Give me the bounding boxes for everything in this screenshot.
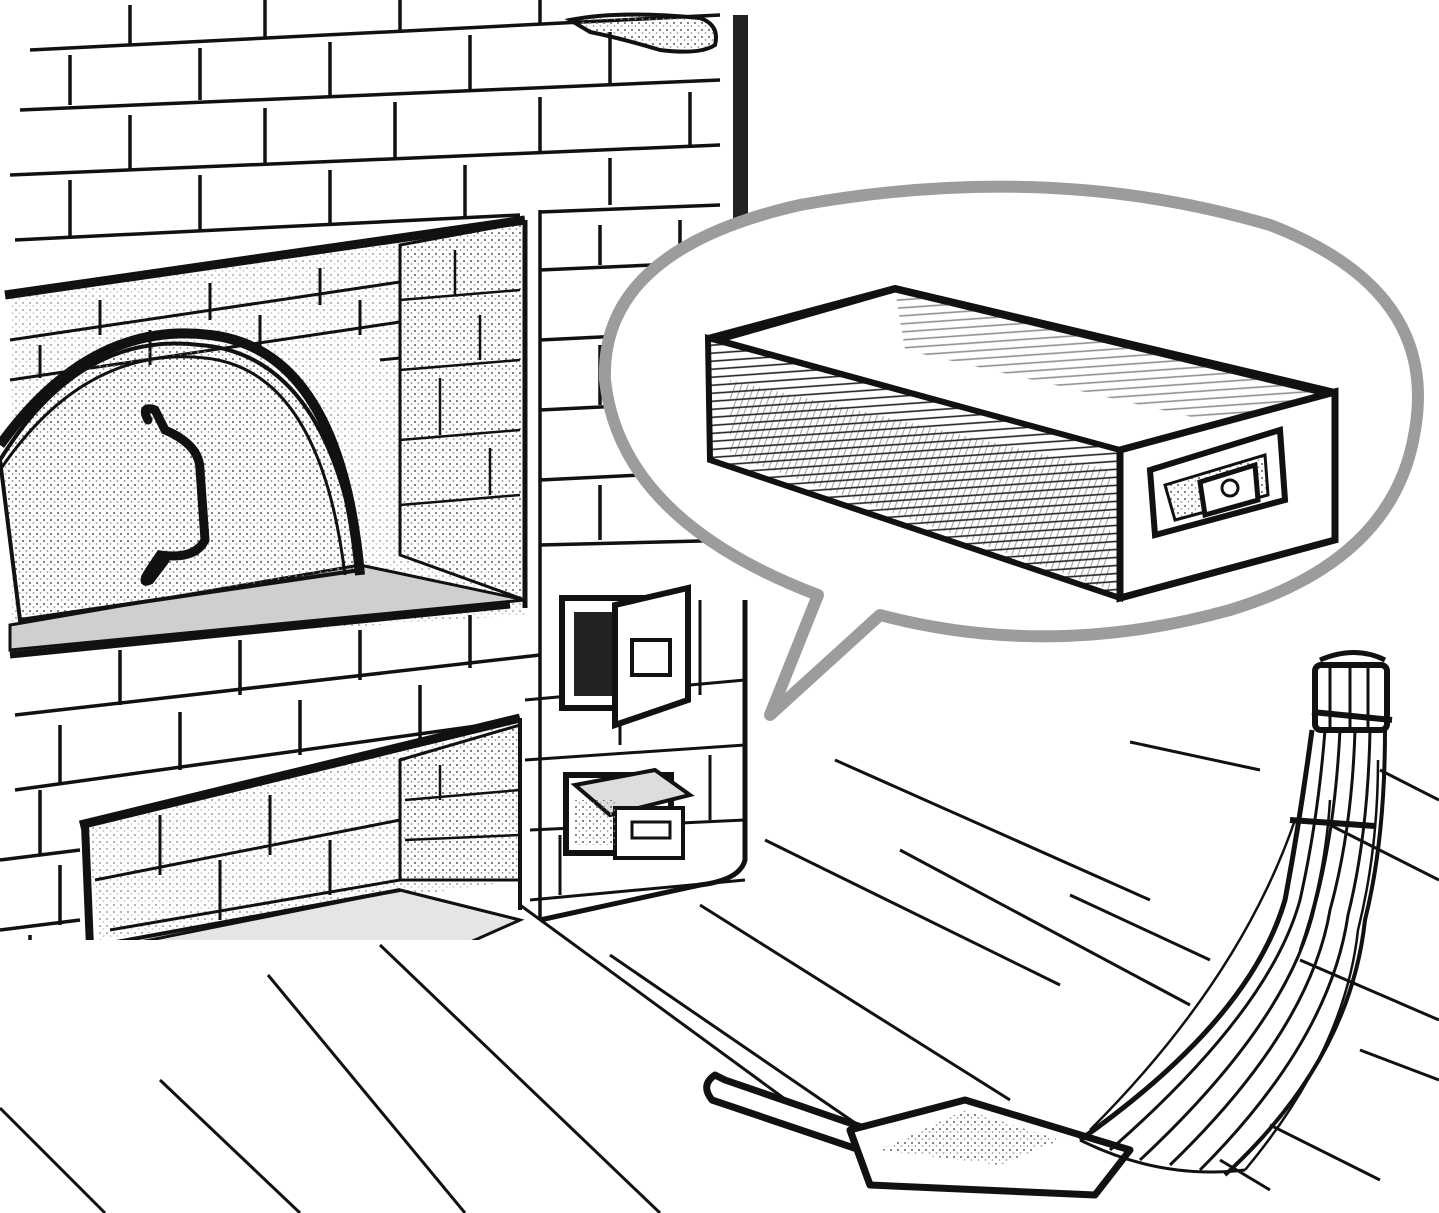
drawer-knob-icon bbox=[1220, 478, 1240, 498]
detail-callout bbox=[598, 180, 1424, 721]
upper-brick-wall bbox=[9, 0, 721, 242]
flue-pipe bbox=[733, 15, 748, 245]
damper-plate bbox=[564, 12, 718, 54]
broom bbox=[1078, 650, 1393, 1177]
floorboards bbox=[0, 740, 1439, 1213]
dustpan bbox=[703, 1071, 1134, 1199]
lower-chamber bbox=[78, 713, 525, 940]
left-lower-wall bbox=[0, 790, 81, 940]
door-handle-icon bbox=[140, 404, 210, 586]
ash-pit-drawer bbox=[563, 767, 695, 860]
oven-door bbox=[0, 328, 365, 623]
middle-brick-band bbox=[14, 615, 541, 792]
russian-stove bbox=[0, 0, 748, 940]
ash-drawer-enlarged bbox=[704, 284, 1339, 603]
firebox-door bbox=[612, 584, 691, 730]
firebox-column bbox=[524, 584, 748, 923]
